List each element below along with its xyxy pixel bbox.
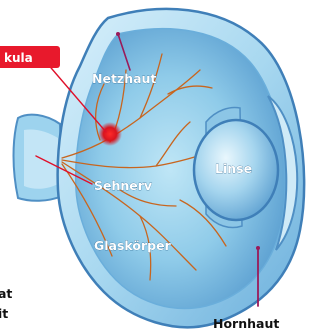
macula-label-text: kula <box>4 51 33 65</box>
cut-text-line-1: at <box>0 286 12 301</box>
cut-text-line-2: it <box>0 306 8 321</box>
retina-label: Netzhaut <box>92 71 156 86</box>
macula-label: kula <box>0 46 60 68</box>
optic-nerve-stalk <box>14 115 63 201</box>
vitreous-label: Glaskörper <box>94 238 172 253</box>
retina-leader-dot <box>116 32 120 36</box>
macula-spot <box>98 122 122 146</box>
lens-label: Linse <box>215 161 252 176</box>
cornea-label: Hornhaut <box>213 316 279 331</box>
cornea-leader-dot <box>256 246 260 250</box>
optic-nerve-label: Sehnerv <box>94 178 152 193</box>
